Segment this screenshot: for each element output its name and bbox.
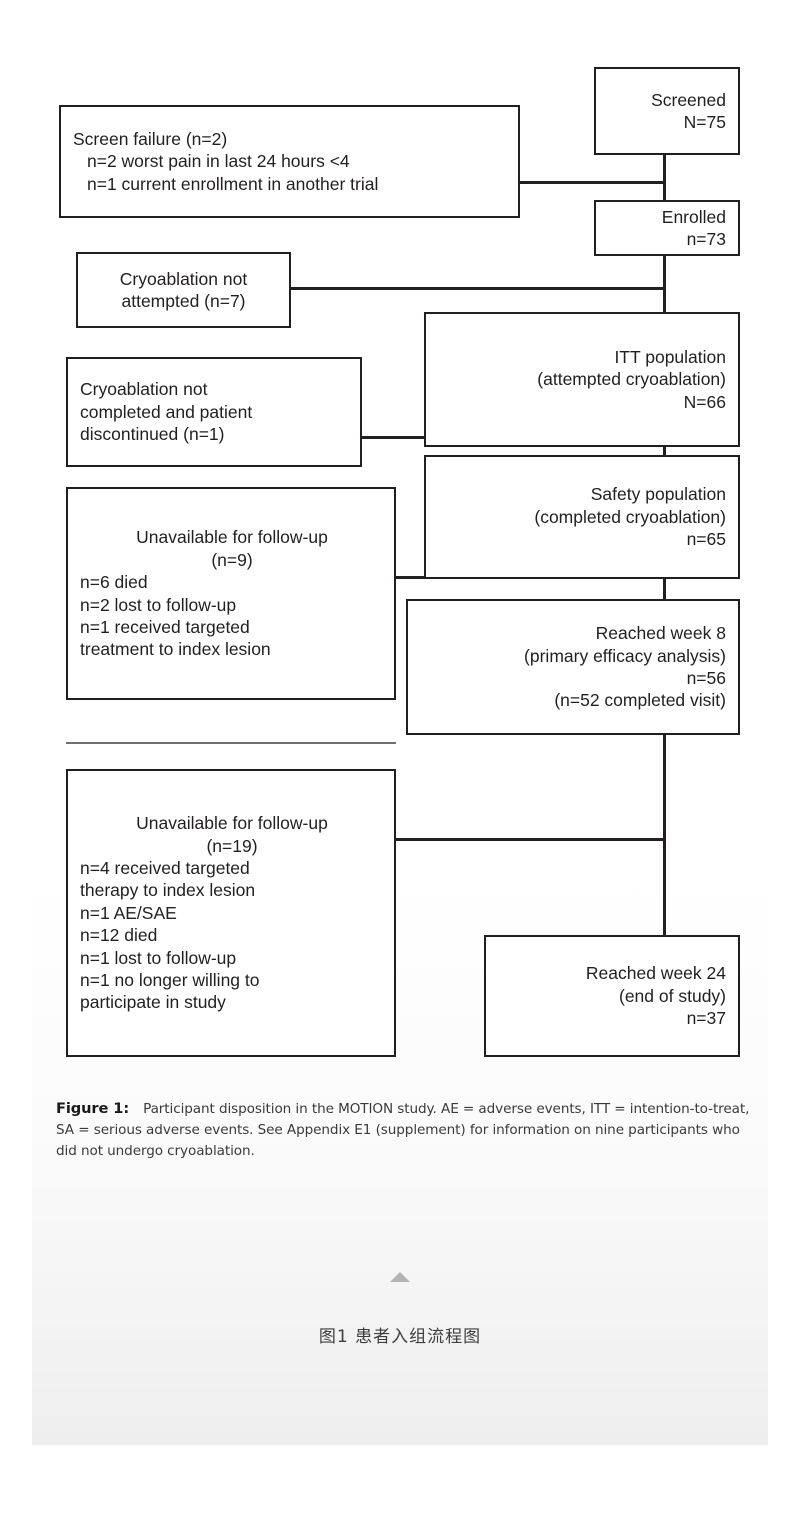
section-divider-rule xyxy=(66,742,396,744)
cryo-not-completed-line3: discontinued (n=1) xyxy=(80,424,225,445)
node-safety-line1: Safety population xyxy=(590,484,726,505)
node-week8-completed-visit: (n=52 completed visit) xyxy=(554,690,726,711)
unavailable19-count: (n=19) xyxy=(206,835,258,856)
unavailable9-line3: n=6 died xyxy=(80,572,148,593)
connector-spine-week8-week24 xyxy=(663,735,666,935)
cryo-not-attempted-line1: Cryoablation not xyxy=(119,268,248,289)
node-week8-count: n=56 xyxy=(686,668,726,688)
unavailable9-line5: n=1 received targeted xyxy=(80,616,250,637)
node-cryoablation-not-attempted[interactable]: Cryoablation not attempted (n=7) xyxy=(76,252,291,328)
node-week24-count: n=37 xyxy=(686,1008,726,1029)
node-reached-week-24[interactable]: Reached week 24 (end of study) n=37 xyxy=(484,935,740,1057)
unavailable9-line6: treatment to index lesion xyxy=(80,639,271,660)
unavailable19-line7: n=1 lost to follow-up xyxy=(80,947,237,968)
figure-caption-text: Participant disposition in the MOTION st… xyxy=(56,1101,750,1159)
node-itt-population[interactable]: ITT population (attempted cryoablation) … xyxy=(424,312,740,447)
node-screen-failure[interactable]: Screen failure (n=2) n=2 worst pain in l… xyxy=(59,105,520,218)
connector-spine-enrolled-itt xyxy=(663,256,666,312)
node-week24-line2: (end of study) xyxy=(619,985,726,1006)
node-itt-line2: (attempted cryoablation) xyxy=(537,369,726,390)
node-safety-count: n=65 xyxy=(686,529,726,550)
node-week8-line2: (primary efficacy analysis) xyxy=(524,645,726,666)
connector-cryo-not-attempted xyxy=(291,287,665,290)
node-unavailable-follow-up-9[interactable]: Unavailable for follow-up (n=9) n=6 died… xyxy=(66,487,396,700)
node-screened-count: N=75 xyxy=(683,112,726,132)
unavailable9-line4: n=2 lost to follow-up xyxy=(80,594,237,615)
node-itt-count: N=66 xyxy=(683,391,726,412)
unavailable19-line4: therapy to index lesion xyxy=(80,880,256,901)
screen-failure-line1: Screen failure (n=2) xyxy=(73,128,228,149)
node-week8-line1: Reached week 8 xyxy=(595,623,726,644)
connector-unavailable-19 xyxy=(396,838,665,841)
cryo-not-completed-line1: Cryoablation not xyxy=(80,379,208,400)
flowchart-figure: Screened N=75 Enrolled n=73 ITT populati… xyxy=(59,67,740,1057)
unavailable9-count: (n=9) xyxy=(211,549,253,570)
node-week24-line1: Reached week 24 xyxy=(585,963,726,984)
caret-up-icon[interactable] xyxy=(390,1272,410,1282)
unavailable19-line3: n=4 received targeted xyxy=(80,858,250,879)
unavailable19-line6: n=12 died xyxy=(80,925,158,946)
unavailable19-line9: participate in study xyxy=(80,992,226,1013)
unavailable9-line1: Unavailable for follow-up xyxy=(136,527,328,548)
chinese-figure-caption: 图1 患者入组流程图 xyxy=(318,1327,482,1347)
figure-caption: Figure 1:Participant disposition in the … xyxy=(56,1098,756,1161)
node-safety-population[interactable]: Safety population (completed cryoablatio… xyxy=(424,455,740,579)
node-itt-line1: ITT population xyxy=(614,346,726,367)
node-cryoablation-not-completed[interactable]: Cryoablation not completed and patient d… xyxy=(66,357,362,467)
cryo-not-attempted-line2: attempted (n=7) xyxy=(121,291,246,311)
node-enrolled-count: n=73 xyxy=(686,229,726,249)
connector-screen-failure xyxy=(520,181,665,184)
screen-failure-line3: n=1 current enrollment in another trial xyxy=(87,173,379,194)
figure-caption-label: Figure 1: xyxy=(56,1100,130,1117)
node-screened-line1: Screened xyxy=(651,89,726,110)
cryo-not-completed-line2: completed and patient xyxy=(80,401,253,422)
node-unavailable-follow-up-19[interactable]: Unavailable for follow-up (n=19) n=4 rec… xyxy=(66,769,396,1057)
screen-failure-line2: n=2 worst pain in last 24 hours <4 xyxy=(87,151,350,172)
node-safety-line2: (completed cryoablation) xyxy=(534,506,726,527)
node-enrolled[interactable]: Enrolled n=73 xyxy=(594,200,740,256)
unavailable19-line1: Unavailable for follow-up xyxy=(136,813,328,834)
node-screened[interactable]: Screened N=75 xyxy=(594,67,740,155)
node-enrolled-line1: Enrolled xyxy=(661,206,726,227)
unavailable19-line8: n=1 no longer willing to xyxy=(80,969,260,990)
node-reached-week-8[interactable]: Reached week 8 (primary efficacy analysi… xyxy=(406,599,740,735)
unavailable19-line5: n=1 AE/SAE xyxy=(80,902,177,923)
